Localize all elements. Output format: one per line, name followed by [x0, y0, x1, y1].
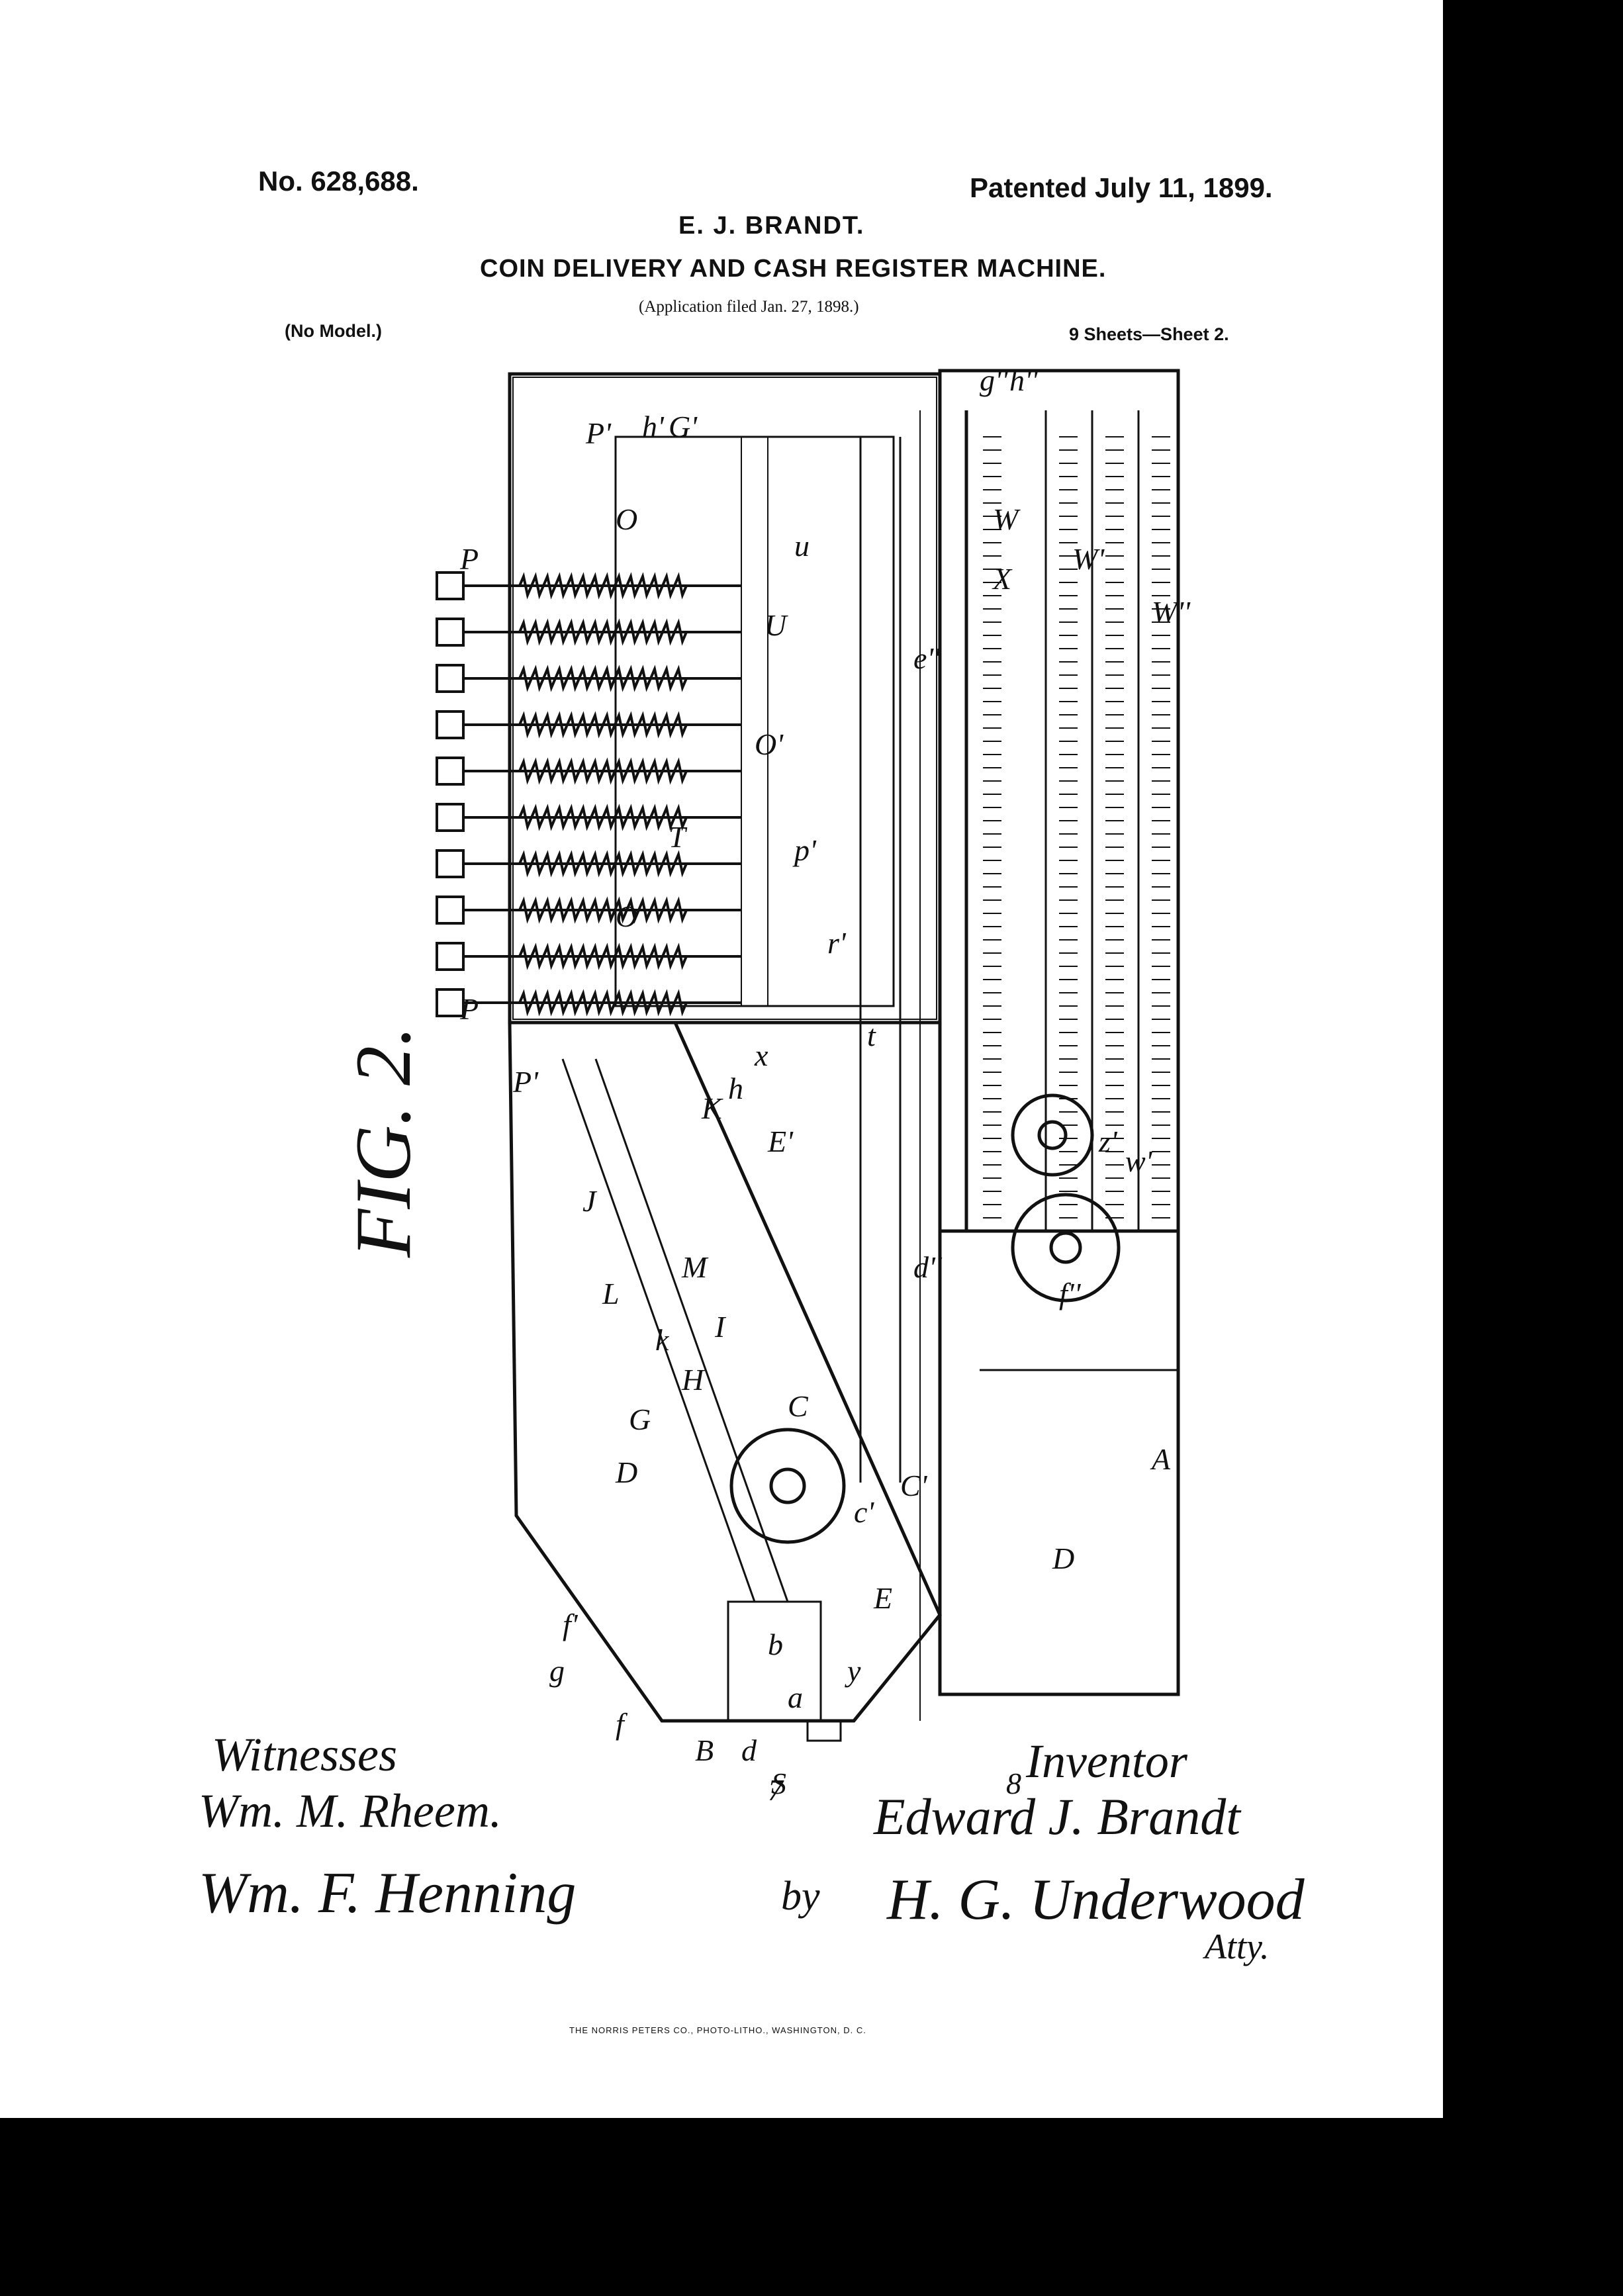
svg-text:z': z' — [1098, 1125, 1118, 1158]
patented-date: Patented July 11, 1899. — [970, 172, 1273, 203]
svg-text:B: B — [695, 1733, 714, 1767]
svg-text:d'': d'' — [913, 1250, 943, 1284]
svg-text:8: 8 — [1006, 1767, 1021, 1800]
svg-text:P': P' — [585, 416, 612, 450]
svg-text:J: J — [582, 1184, 598, 1218]
svg-text:W': W' — [1072, 542, 1105, 576]
svg-text:P: P — [459, 992, 479, 1026]
witness-signature-2: Wm. F. Henning — [199, 1861, 577, 1925]
svg-text:E: E — [873, 1581, 892, 1615]
svg-text:g: g — [549, 1654, 565, 1688]
svg-text:G: G — [629, 1402, 651, 1436]
svg-text:H: H — [681, 1363, 706, 1397]
mechanical-drawing-icon: P P P' P' h'G' O O g''h'' W' W'' WX e'' U uO'… — [436, 363, 1191, 1800]
svg-text:g'': g'' — [980, 363, 1009, 397]
svg-text:w': w' — [1125, 1144, 1153, 1178]
scan-border-bottom — [0, 2118, 1623, 2296]
svg-text:y: y — [845, 1654, 861, 1688]
svg-text:f'': f'' — [1059, 1277, 1082, 1310]
inventor-signature: Edward J. Brandt — [874, 1788, 1240, 1845]
svg-text:K: K — [701, 1091, 723, 1125]
svg-text:M: M — [681, 1250, 709, 1284]
patent-number: No. 628,688. — [258, 165, 419, 197]
svg-text:U: U — [765, 608, 788, 642]
by-label: by — [781, 1874, 820, 1919]
application-date: (Application filed Jan. 27, 1898.) — [639, 298, 859, 316]
scan-border-right — [1443, 0, 1623, 2296]
svg-text:p': p' — [792, 833, 817, 867]
svg-text:I: I — [714, 1310, 727, 1344]
svg-text:W'': W'' — [1152, 595, 1191, 629]
svg-text:r': r' — [827, 926, 847, 960]
svg-text:x: x — [754, 1038, 768, 1072]
svg-text:D: D — [615, 1455, 637, 1489]
svg-text:a: a — [788, 1680, 803, 1714]
witness-signature-1: Wm. M. Rheem. — [199, 1784, 502, 1837]
svg-text:D: D — [1052, 1541, 1074, 1575]
model-note: (No Model.) — [285, 321, 382, 341]
printer-credit: THE NORRIS PETERS CO., PHOTO-LITHO., WAS… — [569, 2025, 866, 2035]
svg-text:f': f' — [563, 1608, 579, 1641]
sheet-count: 9 Sheets—Sheet 2. — [1069, 324, 1229, 344]
svg-text:h': h' — [642, 410, 665, 443]
svg-text:P: P — [459, 542, 479, 576]
svg-text:A: A — [1150, 1442, 1171, 1476]
svg-text:c': c' — [854, 1495, 874, 1529]
svg-text:C': C' — [900, 1469, 928, 1502]
svg-text:P': P' — [512, 1065, 539, 1099]
svg-text:O: O — [616, 502, 637, 536]
witnesses-heading: Witnesses — [212, 1728, 397, 1781]
svg-text:X: X — [992, 562, 1013, 596]
inventor-heading: Inventor — [1026, 1735, 1187, 1788]
svg-text:u: u — [794, 529, 810, 563]
svg-text:T: T — [669, 820, 688, 854]
svg-text:O: O — [616, 899, 637, 933]
svg-text:C: C — [788, 1389, 809, 1423]
patent-title: COIN DELIVERY AND CASH REGISTER MACHINE. — [480, 255, 1107, 283]
svg-text:E': E' — [767, 1125, 794, 1158]
svg-text:h'': h'' — [1009, 363, 1039, 397]
svg-text:e'': e'' — [913, 641, 941, 675]
svg-text:S: S — [771, 1767, 786, 1800]
inventor-name-header: E. J. BRANDT. — [678, 212, 865, 240]
attorney-title: Atty. — [1205, 1927, 1270, 1966]
svg-text:d: d — [741, 1733, 757, 1767]
svg-text:k: k — [655, 1323, 670, 1357]
svg-text:b: b — [768, 1628, 783, 1661]
svg-text:O': O' — [755, 727, 784, 761]
svg-text:7: 7 — [768, 1773, 784, 1800]
svg-text:t: t — [867, 1019, 876, 1052]
svg-text:W: W — [993, 502, 1021, 536]
svg-text:G': G' — [669, 410, 698, 443]
svg-text:f: f — [616, 1707, 628, 1741]
attorney-signature: H. G. Underwood — [887, 1868, 1305, 1932]
svg-text:h: h — [728, 1072, 743, 1105]
svg-text:L: L — [602, 1277, 620, 1310]
